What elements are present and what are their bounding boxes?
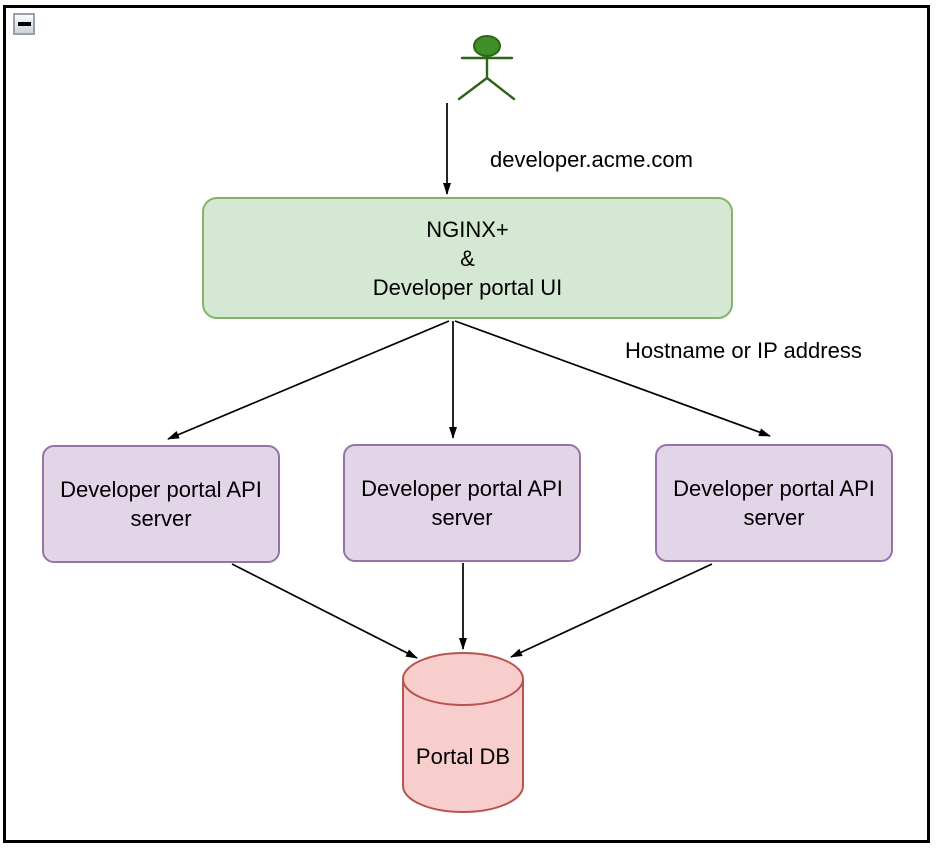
node-database[interactable] (402, 652, 524, 813)
node-api-server-3[interactable]: Developer portal API server (655, 444, 893, 562)
actor-left-leg (457, 76, 489, 101)
edge-gateway-api1 (167, 320, 450, 440)
edges-layer (167, 103, 771, 659)
api-server-2-label: Developer portal API server (361, 476, 563, 530)
database-cylinder-top (402, 652, 524, 706)
gateway-label: NGINX+ & Developer portal UI (372, 216, 563, 300)
node-api-server-2[interactable]: Developer portal API server (343, 444, 581, 562)
request-url-label: developer.acme.com (490, 147, 693, 172)
edge-gateway-api3 (454, 320, 771, 437)
edge-api1-database (231, 563, 418, 659)
node-api-server-1[interactable]: Developer portal API server (42, 445, 280, 563)
api-server-3-label: Developer portal API server (673, 476, 875, 530)
user-actor-icon[interactable] (457, 35, 516, 101)
actor-head (473, 35, 501, 57)
node-gateway[interactable]: NGINX+ & Developer portal UI (202, 197, 733, 319)
api-server-1-label: Developer portal API server (60, 477, 262, 531)
hostname-note-label: Hostname or IP address (625, 338, 862, 363)
minus-icon (17, 21, 31, 26)
edge-api3-database (510, 563, 713, 658)
collapse-diagram-button[interactable] (13, 13, 35, 35)
database-cylinder-body (402, 679, 524, 813)
actor-right-leg (485, 76, 516, 101)
